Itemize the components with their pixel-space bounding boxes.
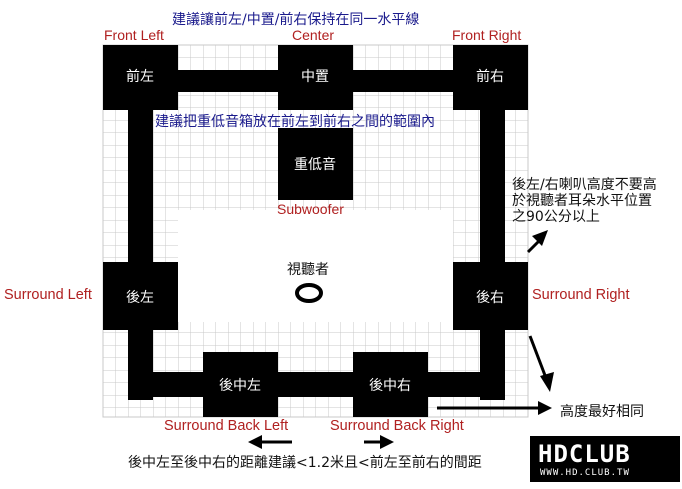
label-surround-back-right: Surround Back Right <box>330 418 464 434</box>
speaker-surround-right: 後右 <box>453 262 528 330</box>
label-surround-right: Surround Right <box>532 287 630 303</box>
label-front-right: Front Right <box>452 27 522 43</box>
svg-text:後中右: 後中右 <box>369 378 411 394</box>
speaker-center: 中置 <box>278 45 353 110</box>
note-front-alignment: 建議讓前左/中置/前右保持在同一水平線 <box>172 12 420 28</box>
arrow-down-right-icon <box>528 335 548 379</box>
note-back-distance: 後中左至後中右的距離建議<1.2米且<前左至前右的間距 <box>128 455 482 471</box>
note-rear-height-line2: 於視聽者耳朵水平位置 <box>512 193 652 209</box>
note-same-height: 高度最好相同 <box>560 404 644 420</box>
svg-text:後中左: 後中左 <box>219 378 261 394</box>
svg-text:重低音: 重低音 <box>294 156 336 173</box>
speaker-surround-left: 後左 <box>103 262 178 330</box>
svg-text:前右: 前右 <box>476 68 504 85</box>
note-rear-height: 後左/右喇叭高度不要高 於視聽者耳朵水平位置 之90公分以上 <box>512 177 657 225</box>
svg-text:後左: 後左 <box>126 290 154 306</box>
svg-text:前左: 前左 <box>126 68 154 85</box>
label-surround-left: Surround Left <box>4 287 92 303</box>
listening-area <box>178 210 453 322</box>
label-subwoofer: Subwoofer <box>277 201 344 217</box>
svg-text:後右: 後右 <box>476 290 504 306</box>
note-rear-height-line3: 之90公分以上 <box>512 209 600 225</box>
speaker-subwoofer: 重低音 <box>278 128 353 200</box>
hdclub-logo-text: HDCLUB <box>538 440 631 468</box>
speaker-surround-back-left: 後中左 <box>203 352 278 417</box>
speaker-surround-back-right: 後中右 <box>353 352 428 417</box>
listener-label: 視聽者 <box>287 262 329 278</box>
label-center: Center <box>292 27 335 43</box>
label-surround-back-left: Surround Back Left <box>164 418 289 434</box>
hdclub-logo: HDCLUB WWW.HD.CLUB.TW <box>530 436 680 482</box>
speaker-wiring <box>128 70 508 400</box>
speaker-front-left: 前左 <box>103 45 178 110</box>
note-rear-height-line1: 後左/右喇叭高度不要高 <box>512 177 657 193</box>
note-subwoofer-placement: 建議把重低音箱放在前左到前右之間的範圍內 <box>155 114 435 130</box>
arrows <box>248 230 554 449</box>
hdclub-url: WWW.HD.CLUB.TW <box>540 468 630 478</box>
svg-text:中置: 中置 <box>301 69 329 85</box>
listener-position-icon <box>295 283 323 303</box>
label-front-left: Front Left <box>104 27 164 43</box>
speaker-front-right: 前右 <box>453 45 528 110</box>
